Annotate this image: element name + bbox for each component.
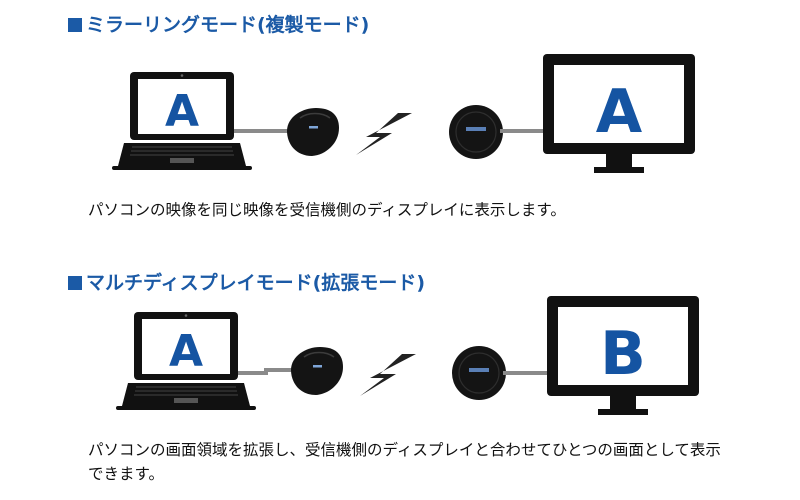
monitor-screen-letter: B: [600, 319, 646, 389]
laptop-icon: [116, 312, 256, 410]
heading-square-bullet: [68, 18, 82, 32]
extended-mode-heading: マルチディスプレイモード(拡張モード): [68, 268, 425, 295]
mirroring-mode-heading: ミラーリングモード(複製モード): [68, 10, 369, 37]
mirroring-mode-description: パソコンの映像を同じ映像を受信機側のディスプレイに表示します。: [88, 201, 566, 219]
hdmi-cable: [238, 368, 296, 375]
monitor-icon: [543, 54, 695, 173]
laptop-screen-letter: A: [169, 326, 203, 377]
receiver-icon: [449, 105, 503, 159]
mirroring-mode-title: ミラーリングモード(複製モード): [86, 14, 370, 36]
extended-mode-description: パソコンの画面領域を拡張し、受信機側のディスプレイと合わせてひとつの画面として表…: [88, 441, 721, 483]
laptop-icon: [112, 72, 252, 170]
mirroring-mode-section: ミラーリングモード(複製モード) A: [0, 0, 800, 240]
extended-mode-section: マルチディスプレイモード(拡張モード) A: [0, 260, 800, 500]
heading-square-bullet: [68, 276, 82, 290]
receiver-icon: [452, 346, 506, 400]
wireless-lightning-icon: [356, 113, 412, 155]
laptop-screen-letter: A: [165, 86, 199, 137]
mirroring-mode-diagram: A A: [112, 54, 695, 173]
transmitter-icon: [287, 108, 339, 156]
transmitter-icon: [291, 347, 343, 395]
wireless-lightning-icon: [360, 354, 416, 396]
extended-mode-title: マルチディスプレイモード(拡張モード): [86, 272, 426, 294]
extended-mode-diagram: A B: [116, 296, 699, 415]
monitor-screen-letter: A: [596, 77, 643, 147]
monitor-icon: [547, 296, 699, 415]
